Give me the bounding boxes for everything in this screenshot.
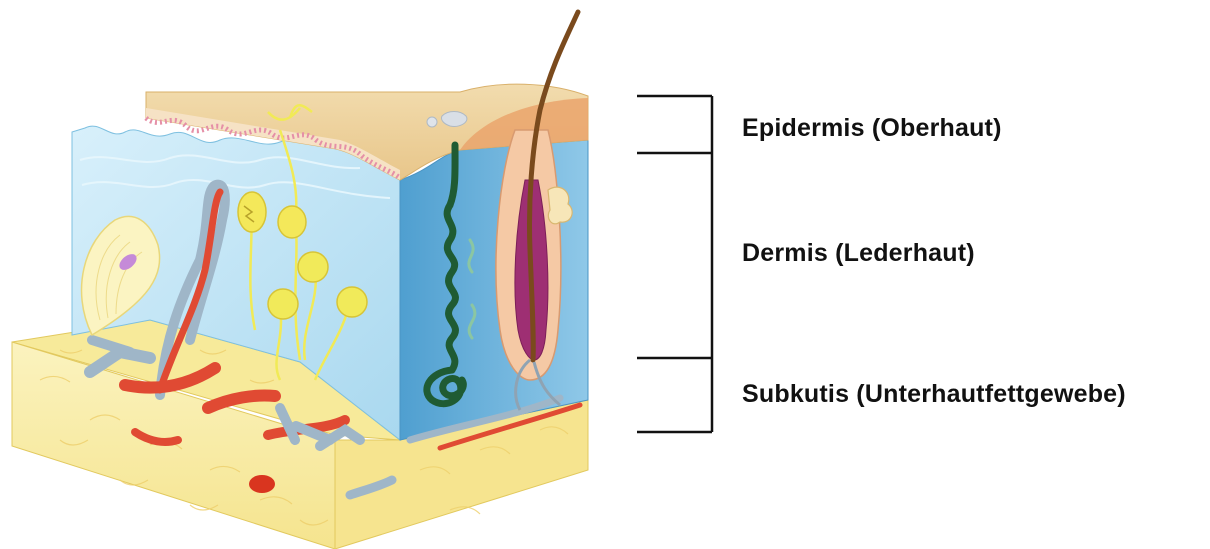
label-epidermis: Epidermis (Oberhaut) [742, 114, 1002, 143]
sweat-pore-droplet [441, 112, 466, 127]
label-dermis: Dermis (Lederhaut) [742, 239, 975, 268]
sweat-droplet-small [427, 117, 437, 127]
label-subkutis: Subkutis (Unterhautfettgewebe) [742, 380, 1126, 409]
receptor-sphere-2 [268, 289, 298, 319]
receptor-sphere-1 [298, 252, 328, 282]
artery-cross-section [249, 475, 275, 493]
receptor-2 [278, 206, 306, 238]
layer-brackets [637, 96, 712, 432]
receptor-sphere-3 [337, 287, 367, 317]
